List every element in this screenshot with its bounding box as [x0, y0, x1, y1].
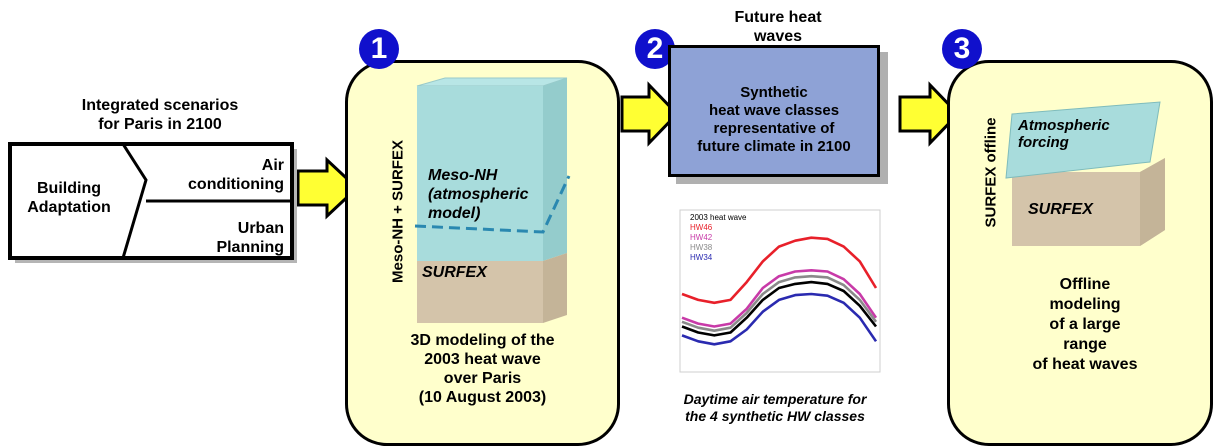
air-conditioning-label: Air conditioning	[158, 156, 284, 194]
caption-line1: Daytime air temperature for	[683, 391, 867, 407]
synthetic-line3: representative of	[713, 120, 835, 137]
scenarios-box	[8, 142, 297, 263]
step3-vertical-label: SURFEX offline	[982, 117, 1000, 228]
chart-plot-area	[679, 209, 881, 373]
step1-vertical-label: Meso-NH + SURFEX	[389, 140, 407, 283]
building-adaptation-label: Building Adaptation	[14, 179, 124, 217]
step1-desc-line1: 3D modeling of the	[410, 332, 555, 349]
series-line-2003-heat-wave	[681, 280, 878, 337]
legend-entry-1: HW46	[690, 223, 713, 232]
legend-entry-4: HW34	[690, 253, 713, 262]
chart-caption: Daytime air temperature for the 4 synthe…	[640, 391, 910, 425]
step1-desc-line3: over Paris	[443, 370, 522, 387]
series-line-hw38	[681, 274, 878, 332]
series-line-hw46	[681, 236, 878, 305]
synthetic-line2: heat wave classes	[708, 102, 840, 119]
caption-line2: the 4 synthetic HW classes	[685, 408, 865, 424]
step1-description: 3D modeling of the 2003 heat wave over P…	[360, 331, 605, 407]
step2-title-line2: waves	[753, 28, 803, 45]
meso-line3: model)	[428, 205, 481, 222]
step3-description: Offline modeling of a large range of hea…	[990, 275, 1180, 375]
meso-nh-label: Meso-NH (atmospheric model)	[428, 166, 558, 223]
step3-desc-line3: of a large	[1049, 316, 1121, 333]
step3-desc-line4: range	[1063, 336, 1107, 353]
urban-line1: Urban	[237, 220, 284, 237]
step1-badge: 1	[359, 29, 399, 69]
building-line2: Adaptation	[27, 199, 111, 216]
building-line1: Building	[37, 180, 101, 197]
series-line-hw34	[681, 292, 878, 346]
legend-entry-0: 2003 heat wave	[690, 213, 747, 222]
forcing-line2: forcing	[1018, 134, 1069, 151]
scenarios-title: Integrated scenarios for Paris in 2100	[40, 96, 280, 134]
air-line1: Air	[261, 157, 284, 174]
step1-desc-line4: (10 August 2003)	[418, 389, 547, 406]
urban-line2: Planning	[216, 239, 284, 256]
synthetic-line1: Synthetic	[740, 84, 808, 101]
meso-line2: (atmospheric	[428, 186, 529, 203]
synthetic-line4: future climate in 2100	[697, 138, 851, 155]
synthetic-box: Synthetic heat wave classes representati…	[668, 45, 880, 177]
legend-entry-3: HW38	[690, 243, 713, 252]
meso-line1: Meso-NH	[428, 167, 498, 184]
step2-title: Future heat waves	[688, 8, 868, 46]
step3-cube	[1005, 101, 1165, 246]
arrow-scenarios-to-step1	[296, 156, 360, 220]
step3-desc-line2: modeling	[1049, 296, 1121, 313]
scenarios-title-line2: for Paris in 2100	[98, 116, 222, 133]
step3-desc-line1: Offline	[1059, 276, 1111, 293]
step3-badge: 3	[942, 29, 982, 69]
step3-surfex-label: SURFEX	[1028, 201, 1093, 218]
atmospheric-forcing-label: Atmospheric forcing	[1018, 117, 1158, 151]
step2-title-line1: Future heat	[734, 9, 822, 26]
forcing-line1: Atmospheric	[1018, 117, 1110, 134]
air-line2: conditioning	[188, 176, 284, 193]
arrow-step2-to-step3	[898, 81, 961, 147]
step1-cube	[414, 77, 571, 323]
step1-surfex-label: SURFEX	[422, 264, 487, 281]
scenarios-title-line1: Integrated scenarios	[81, 97, 239, 114]
urban-planning-label: Urban Planning	[158, 219, 284, 257]
legend-entry-2: HW42	[690, 233, 713, 242]
arrow-step1-to-step2	[620, 81, 680, 147]
series-line-hw42	[681, 269, 878, 328]
step3-desc-line5: of heat waves	[1032, 356, 1138, 373]
step1-desc-line2: 2003 heat wave	[424, 351, 541, 368]
chart-series-group	[681, 236, 878, 346]
